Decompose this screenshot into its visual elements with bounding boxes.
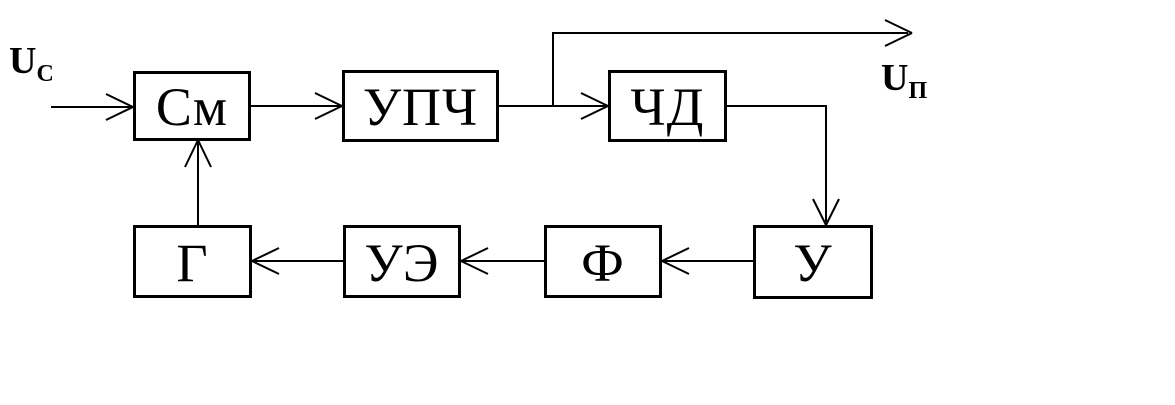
block-freq-detector-label: ЧД — [630, 77, 705, 137]
connector-control-element-to-oscillator — [251, 247, 343, 275]
block-filter-label: Ф — [581, 232, 625, 293]
block-if-amplifier-label: УПЧ — [362, 77, 479, 137]
connector-mixer-to-if-amplifier — [251, 92, 343, 120]
block-control-element: УЭ — [343, 225, 461, 298]
block-amplifier: У — [753, 225, 873, 299]
connector-amplifier-to-filter — [661, 247, 753, 275]
block-oscillator-label: Г — [176, 232, 209, 293]
input-signal-label-subscript: С — [36, 61, 54, 87]
connector-oscillator-to-mixer — [184, 139, 212, 225]
block-if-amplifier: УПЧ — [342, 70, 499, 142]
input-signal-label: UС — [9, 42, 54, 86]
block-filter: Ф — [544, 225, 662, 298]
output-signal-label-main: U — [881, 57, 909, 99]
block-amplifier-label: У — [793, 233, 833, 293]
connector-input-to-mixer — [51, 93, 134, 121]
block-oscillator: Г — [133, 225, 252, 298]
block-mixer-label: См — [155, 77, 229, 137]
block-control-element-label: УЭ — [364, 232, 440, 293]
output-signal-label-subscript: П — [908, 78, 928, 104]
input-signal-label-main: U — [9, 40, 37, 82]
connector-branch-to-output — [552, 19, 913, 106]
block-freq-detector: ЧД — [608, 70, 727, 142]
output-signal-label: UП — [881, 59, 927, 103]
connector-freq-detector-to-amplifier — [727, 105, 840, 226]
block-mixer: См — [133, 71, 251, 141]
connector-filter-to-control-element — [460, 247, 544, 275]
